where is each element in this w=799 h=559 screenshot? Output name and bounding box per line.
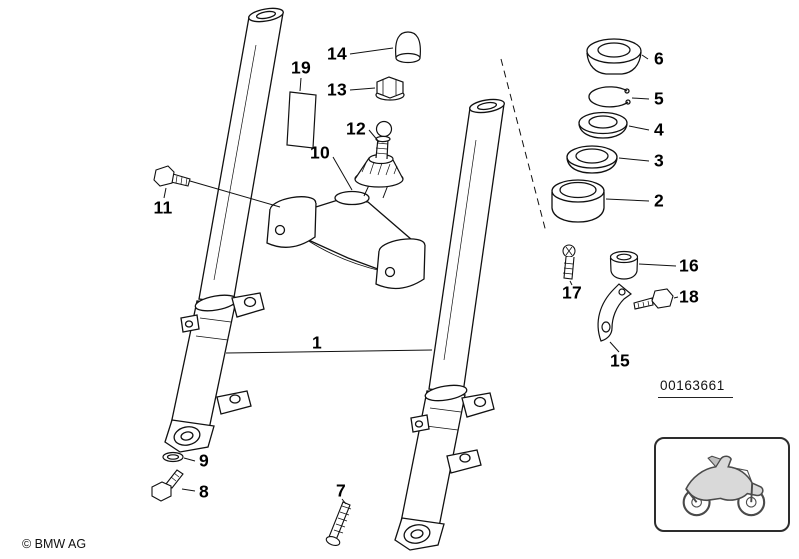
callout-2: 2: [653, 190, 665, 211]
callout-7: 7: [335, 480, 347, 501]
support-ring: [566, 145, 618, 174]
lower-fork-bridge: [266, 182, 426, 290]
bolt-18: [633, 288, 674, 310]
callout-10: 10: [309, 142, 331, 163]
callout-9: 9: [198, 450, 210, 471]
snap-ring: [588, 86, 631, 108]
callout-3: 3: [653, 150, 665, 171]
copyright-notice: © BMW AG: [22, 537, 87, 551]
callout-11: 11: [153, 197, 173, 218]
motorcycle-icon-box: [654, 437, 790, 532]
screw-17: [562, 244, 576, 280]
callout-12: 12: [345, 118, 367, 139]
gasket-ring-9: [162, 451, 184, 463]
callout-6: 6: [653, 48, 665, 69]
callout-17: 17: [561, 282, 583, 303]
bolt-11: [153, 165, 191, 187]
steering-stem-bearing: [354, 120, 404, 188]
drain-screw-8: [151, 469, 184, 502]
motorcycle-icon: [682, 455, 766, 517]
left-fork-leg: [164, 7, 284, 453]
callout-4: 4: [653, 119, 665, 140]
callout-1: 1: [311, 332, 323, 353]
bushing-16: [609, 250, 639, 280]
callout-13: 13: [326, 79, 348, 100]
callout-19: 19: [290, 57, 312, 78]
leader-lines: [163, 47, 679, 505]
callout-16: 16: [678, 255, 700, 276]
stem-nut: [375, 76, 405, 101]
callout-8: 8: [198, 481, 210, 502]
holder-bracket: [597, 283, 632, 342]
stem-cap: [395, 31, 421, 64]
right-fork-leg: [394, 98, 505, 551]
callout-14: 14: [326, 43, 348, 64]
callout-15: 15: [609, 350, 631, 371]
bolt-7: [325, 501, 352, 547]
oil-seal: [578, 111, 628, 139]
dust-cover: [586, 38, 642, 75]
callout-5: 5: [653, 88, 665, 109]
sliding-bush: [551, 179, 605, 223]
callout-18: 18: [678, 286, 700, 307]
diagram-part-number: 00163661: [658, 378, 733, 398]
type-label-sticker: [286, 91, 317, 149]
